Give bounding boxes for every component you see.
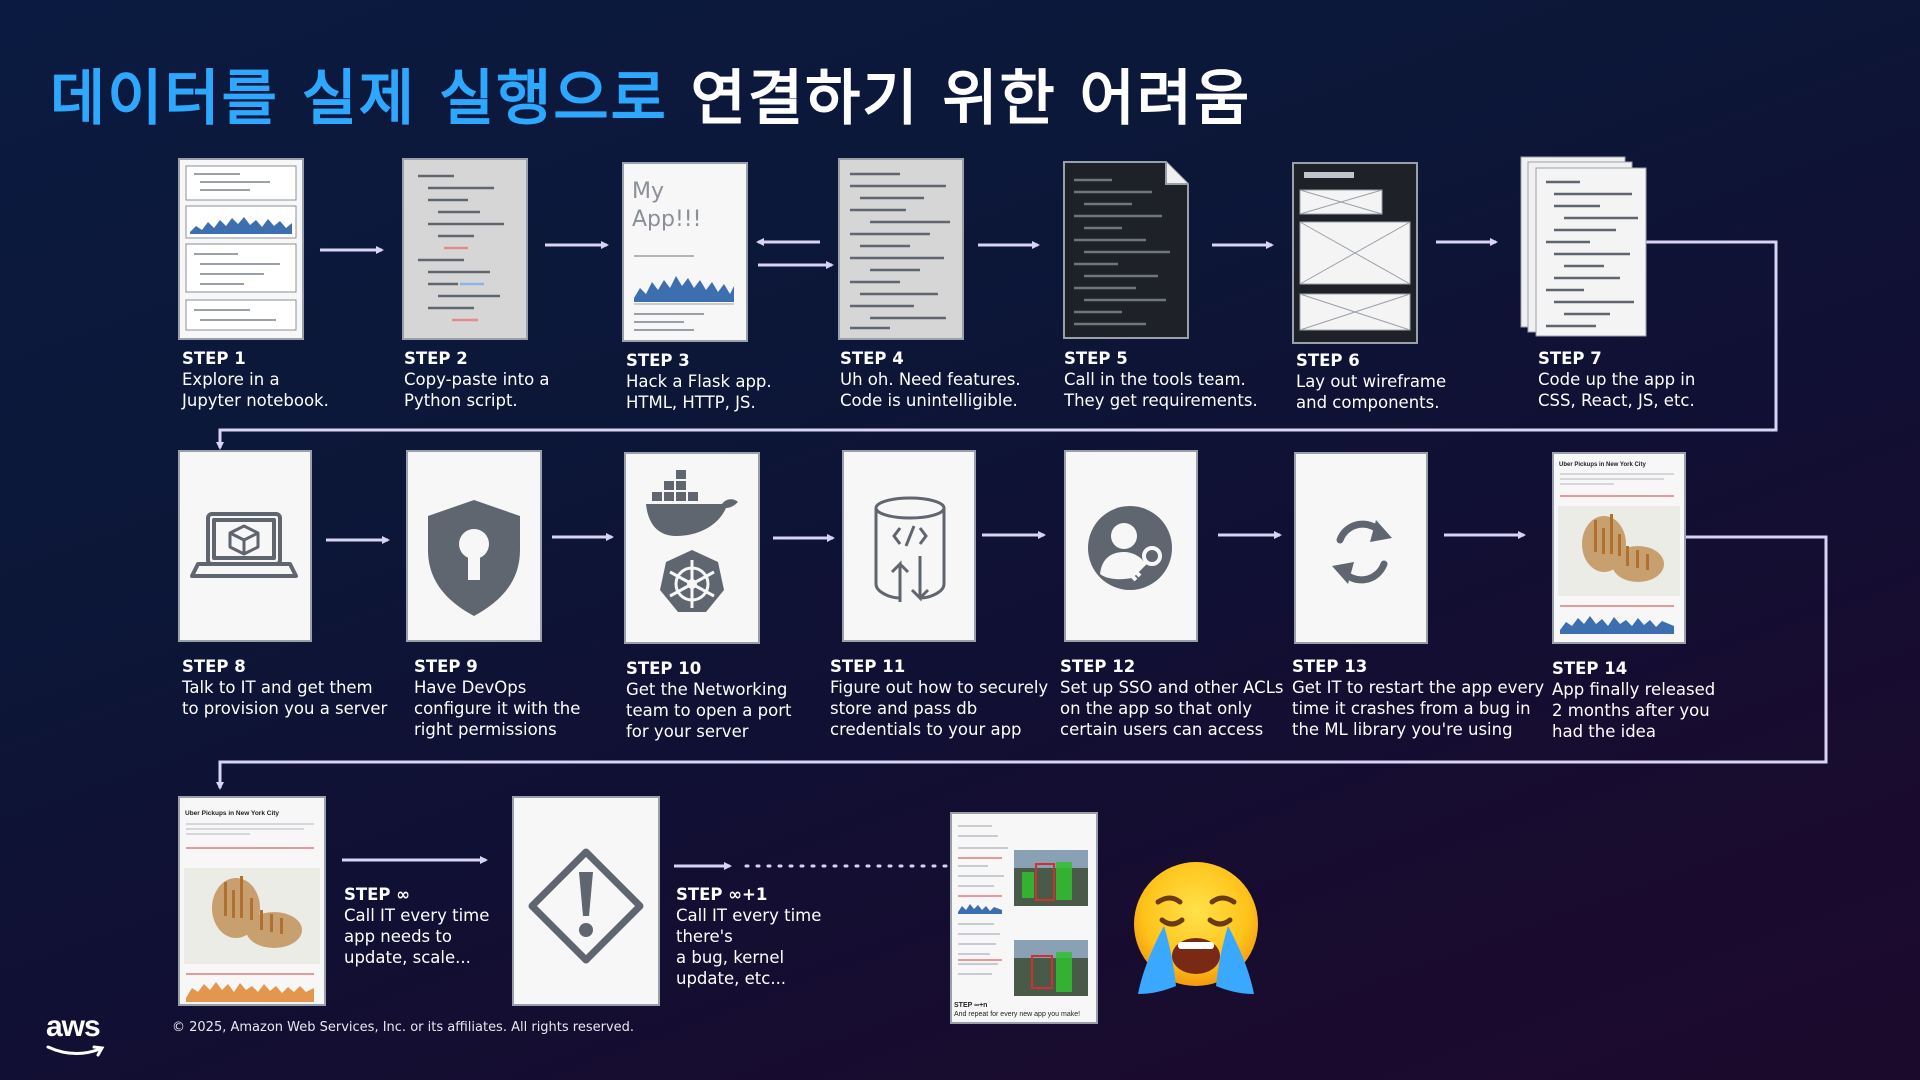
flask-app-thumbnail: My App!!!: [622, 162, 748, 342]
user-key-icon: [1088, 506, 1172, 590]
uber-app-title: Uber Pickups in New York City: [1559, 462, 1646, 468]
docker-icon: [646, 470, 738, 536]
repeat-step-label: STEP ∞+n: [954, 1002, 988, 1009]
requirements-document-thumbnail: [1062, 160, 1190, 340]
step-number: STEP 2: [404, 349, 468, 368]
step-number: STEP ∞: [344, 885, 410, 904]
step-10-label: STEP 10 Get the Networking team to open …: [626, 658, 791, 742]
refresh-icon: [1332, 520, 1392, 584]
laptop-cube-icon: [190, 512, 298, 578]
copyright-notice: © 2025, Amazon Web Services, Inc. or its…: [172, 1020, 635, 1035]
warning-card: [512, 796, 660, 1006]
step-5-label: STEP 5 Call in the tools team. They get …: [1064, 348, 1258, 411]
my-app-text: My App!!!: [632, 179, 702, 232]
step-description: Call IT every time there's a bug, kernel…: [676, 906, 822, 988]
step-description: Call in the tools team. They get require…: [1064, 370, 1258, 410]
step-number: STEP 1: [182, 349, 246, 368]
step-3-label: STEP 3 Hack a Flask app. HTML, HTTP, JS.: [626, 350, 772, 413]
step-12-label: STEP 12 Set up SSO and other ACLs on the…: [1060, 656, 1284, 740]
devops-permissions-card: [406, 450, 542, 642]
step-infinity-label: STEP ∞ Call IT every time app needs to u…: [344, 884, 489, 968]
step-7-label: STEP 7 Code up the app in CSS, React, JS…: [1538, 348, 1695, 411]
crying-face-emoji: [1134, 862, 1258, 994]
repeat-caption: And repeat for every new app you make!: [954, 1011, 1081, 1018]
step-4-label: STEP 4 Uh oh. Need features. Code is uni…: [840, 348, 1021, 411]
step-number: STEP 9: [414, 657, 478, 676]
smile-arrow-icon: [46, 1045, 105, 1057]
step-number: STEP 11: [830, 657, 906, 676]
step-11-label: STEP 11 Figure out how to securely store…: [830, 656, 1048, 740]
step-6-label: STEP 6 Lay out wireframe and components.: [1296, 350, 1446, 413]
step-infinity-plus-one-label: STEP ∞+1 Call IT every time there's a bu…: [676, 884, 821, 989]
step-8-label: STEP 8 Talk to IT and get them to provis…: [182, 656, 387, 719]
notebook-thumbnail: [178, 158, 304, 340]
step-number: STEP 8: [182, 657, 246, 676]
step-number: STEP 5: [1064, 349, 1128, 368]
step-13-label: STEP 13 Get IT to restart the app every …: [1292, 656, 1544, 740]
page-title: 데이터를 실제 실행으로 연결하기 위한 어려움: [50, 50, 1251, 137]
warning-icon: [528, 848, 644, 964]
step-1-label: STEP 1 Explore in a Jupyter notebook.: [182, 348, 329, 411]
database-code-icon: [874, 496, 946, 602]
step-number: STEP 14: [1552, 659, 1628, 678]
restart-app-card: [1294, 452, 1428, 644]
scale-app-thumbnail: Uber Pickups in New York City: [178, 796, 326, 1006]
step-description: Uh oh. Need features. Code is unintellig…: [840, 370, 1021, 410]
step-description: Copy-paste into a Python script.: [404, 370, 550, 410]
networking-card: [624, 452, 760, 644]
shield-keyhole-icon: [428, 500, 520, 616]
step-description: App finally released 2 months after you …: [1552, 680, 1716, 741]
step-description: Call IT every time app needs to update, …: [344, 906, 490, 967]
server-provision-card: [178, 450, 312, 642]
step-2-label: STEP 2 Copy-paste into a Python script.: [404, 348, 550, 411]
step-number: STEP 6: [1296, 351, 1360, 370]
step-number: STEP ∞+1: [676, 885, 768, 904]
step-description: Talk to IT and get them to provision you…: [182, 678, 388, 718]
step-description: Lay out wireframe and components.: [1296, 372, 1447, 412]
step-number: STEP 10: [626, 659, 702, 678]
step-description: Explore in a Jupyter notebook.: [182, 370, 329, 410]
repeat-app-thumbnail: STEP ∞+n And repeat for every new app yo…: [950, 812, 1098, 1024]
step-number: STEP 3: [626, 351, 690, 370]
step-number: STEP 4: [840, 349, 904, 368]
step-description: Hack a Flask app. HTML, HTTP, JS.: [626, 372, 772, 412]
step-description: Figure out how to securely store and pas…: [830, 678, 1049, 739]
stacked-code-files-thumbnail: [1520, 156, 1650, 340]
wireframe-thumbnail: [1292, 162, 1418, 344]
unintelligible-code-thumbnail: [838, 158, 964, 340]
sso-acl-card: [1064, 450, 1198, 642]
python-script-thumbnail: [402, 158, 528, 340]
step-number: STEP 13: [1292, 657, 1368, 676]
step-description: Set up SSO and other ACLs on the app so …: [1060, 678, 1284, 739]
db-credentials-card: [842, 450, 976, 642]
step-number: STEP 7: [1538, 349, 1602, 368]
kubernetes-icon: [660, 550, 724, 612]
title-rest: 연결하기 위한 어려움: [690, 64, 1252, 134]
step-description: Get IT to restart the app every time it …: [1292, 678, 1545, 739]
title-highlight: 데이터를 실제 실행으로: [50, 64, 668, 134]
step-description: Code up the app in CSS, React, JS, etc.: [1538, 370, 1696, 410]
step-number: STEP 12: [1060, 657, 1136, 676]
released-app-thumbnail: Uber Pickups in New York City: [1552, 452, 1686, 644]
step-14-label: STEP 14 App finally released 2 months af…: [1552, 658, 1715, 742]
aws-logo-text: aws: [46, 1010, 101, 1043]
uber-app-title-2: Uber Pickups in New York City: [185, 810, 280, 817]
aws-logo: aws: [46, 1010, 106, 1063]
step-description: Get the Networking team to open a port f…: [626, 680, 792, 741]
step-9-label: STEP 9 Have DevOps configure it with the…: [414, 656, 580, 740]
step-description: Have DevOps configure it with the right …: [414, 678, 581, 739]
